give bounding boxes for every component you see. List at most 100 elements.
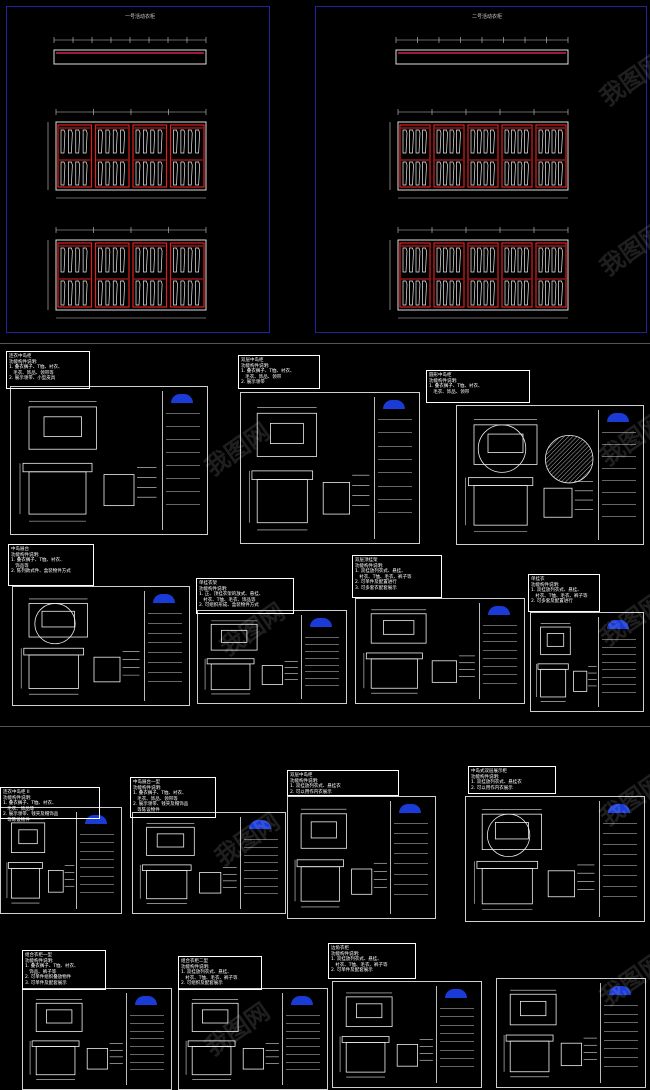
title-block [374,397,415,539]
drawing-shape [256,412,318,457]
wardrobe-outline [397,239,569,311]
drawing-shape [11,822,46,853]
drawing-shape [300,813,347,849]
company-logo-icon [310,618,332,627]
garment-icon [150,161,156,186]
drawing-shape [370,613,427,644]
garment-icon [443,247,448,273]
garment-icon [75,280,81,306]
garment-icon [524,161,529,186]
garment-icon [456,280,461,306]
garment-icon [187,280,193,306]
wardrobe-panel-2: 二号活动衣柜 [315,6,647,333]
garment-icon [483,161,489,186]
drawing-shape [220,629,248,643]
garment-icon [490,247,495,273]
company-logo-icon [85,815,107,824]
garment-icon [180,280,186,306]
garment-icon [180,129,186,154]
drawing-shape [11,868,40,899]
drawing-shape [370,658,418,689]
garment-icon [105,161,111,186]
garment-icon [456,161,461,186]
garment-icon [470,280,476,306]
garment-icon [483,280,489,306]
drawing-shape [251,470,314,480]
separator-line [0,343,650,344]
drawing-shape [146,870,188,900]
garment-icon [436,280,442,306]
garment-icon [551,129,557,154]
drawing-shape [431,660,457,683]
drawing-shape [23,647,84,656]
function-note: 连衣中岛柜 功能构件说明: 1. 叠衣搁子、T恤、衬衣、 毛衣、饰品、领带等 2… [6,351,90,389]
title-block [598,617,639,707]
garment-icon [135,129,141,154]
drawing-shape [494,822,529,840]
garment-icon [490,129,495,154]
drawing-shape [28,603,88,638]
drawing-shape [156,833,185,848]
title-block [240,817,281,909]
panel-title: 一号活动衣柜 [125,14,156,20]
garment-icon [173,247,178,273]
drawing-shape [199,872,222,894]
garment-icon [402,161,408,186]
garment-icon [82,129,88,154]
title-block [282,993,323,1085]
garment-icon [82,280,88,306]
drawing-shape [300,866,340,902]
garment-icon [135,161,141,186]
drawing-shape [481,868,533,905]
drawing-sheet [0,807,122,914]
garment-icon [60,129,66,154]
drawing-shape [35,1002,83,1032]
drawing-sheet [178,988,328,1090]
drawing-shape [269,422,304,444]
drawing-shape [18,829,38,845]
drawing-shape [560,1042,583,1067]
garment-icon [511,280,516,306]
garment-icon [112,280,118,306]
function-note: 边角衣柜 功能构件说明: 1. 双挂放列衣式、悬挂、 衬衣、T恤、毛衣、裤子等 … [328,943,416,979]
garment-icon [157,247,163,273]
garment-icon [545,129,550,154]
garment-icon [545,161,550,186]
garment-icon [105,280,111,306]
drawing-sheet [240,392,420,544]
detail-drawing [363,609,475,694]
function-note: 中岛展台 功能构件说明: 1. 叠衣搁子、T恤、衬衣、 饰品等 2. 陈列款式件… [8,544,94,586]
drawing-shape [256,479,308,524]
drawing-shape [540,626,571,656]
garment-icon [173,280,178,306]
garment-icon [143,280,148,306]
wardrobe-bay [433,242,465,308]
wardrobe-bay [535,242,567,308]
drawing-shape [146,826,195,856]
garment-icon [60,247,66,273]
drawing-shape [22,462,93,473]
function-note: 双层中岛柜 功能构件说明: 1. 叠衣搁子、T恤、衬衣、 毛衣、饰品、领带 2.… [238,355,320,389]
company-logo-icon [383,400,405,409]
garment-icon [195,247,200,273]
garment-icon [409,280,414,306]
wardrobe-drawings [47,37,569,319]
drawing-sheet [132,812,286,914]
wardrobe-bay [535,124,567,188]
garment-icon [120,247,125,273]
garment-icon [409,161,414,186]
wardrobe-bay [132,124,168,188]
garment-icon [143,247,148,273]
garment-icon [150,247,156,273]
garment-icon [511,129,516,154]
garment-icon [504,161,510,186]
drawing-shape [322,482,350,515]
company-logo-icon [445,989,467,998]
wardrobe-bay [399,242,431,308]
garment-icon [436,247,442,273]
garment-icon [173,161,178,186]
wardrobe-bay [433,124,465,188]
drawing-sheet [12,586,190,706]
detail-drawing [503,989,597,1078]
drawing-shape [28,471,87,515]
